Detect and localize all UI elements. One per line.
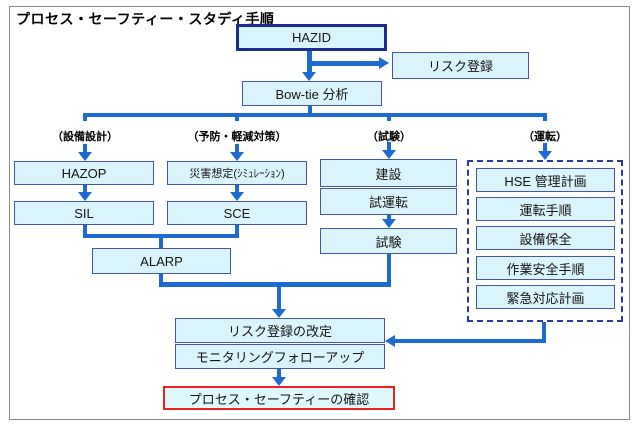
connector-hazop-sil — [83, 185, 87, 193]
merge-line-sil-sce — [83, 234, 239, 238]
node-emergency-response-plan: 緊急対応計画 — [476, 285, 615, 309]
column-label-equipment-design: （設備設計） — [52, 131, 118, 143]
column-label-prevention-mitigation: （予防・軽減対策） — [187, 131, 287, 143]
arrowhead-operation-revision — [385, 335, 395, 347]
connector-merge-alarp — [159, 238, 163, 248]
distributor-stub-2 — [235, 113, 239, 121]
connector-col3 — [387, 142, 391, 151]
node-equipment-maintenance: 設備保全 — [476, 226, 615, 250]
connector-bowtie-distributor — [308, 106, 312, 115]
node-test: 試験 — [320, 228, 457, 254]
connector-col2 — [235, 144, 239, 153]
connector-operation-down — [542, 322, 546, 343]
column-label-operation: （運転） — [523, 131, 567, 143]
column-label-test: （試験） — [367, 131, 411, 143]
node-process-safety-confirmation: プロセス・セーフティーの確認 — [163, 386, 395, 410]
connector-test-down — [387, 254, 391, 285]
arrowhead-join-revision — [272, 309, 286, 318]
arrowhead-hazid-bowtie — [302, 72, 316, 81]
node-sce: SCE — [167, 201, 307, 225]
connector-sce-merge — [235, 225, 239, 238]
connector-saigai-sce — [235, 185, 239, 193]
connector-operation-left — [394, 339, 546, 343]
node-alarp: ALARP — [92, 248, 231, 274]
join-line-bottom — [159, 282, 391, 287]
distributor-stub-4 — [543, 113, 547, 121]
node-bowtie-analysis: Bow-tie 分析 — [242, 81, 382, 106]
outer-frame — [9, 6, 630, 420]
connector-monitoring-confirm — [277, 369, 281, 378]
node-hazid: HAZID — [236, 24, 387, 51]
distributor-stub-3 — [387, 113, 391, 121]
arrowhead-col3 — [382, 150, 396, 159]
arrowhead-monitoring-confirm — [272, 377, 286, 386]
arrowhead-trialrun-test — [382, 219, 396, 228]
connector-trialrun-test — [387, 215, 391, 221]
node-hazop: HAZOP — [14, 161, 154, 185]
node-sil: SIL — [14, 201, 154, 225]
node-monitoring-followup: モニタリングフォローアップ — [175, 344, 385, 369]
arrowhead-col4 — [538, 151, 552, 160]
arrowhead-hazid-riskregister — [379, 57, 389, 69]
connector-col1 — [83, 144, 87, 153]
connector-hazid-riskregister — [308, 61, 379, 66]
arrowhead-saigai-sce — [230, 192, 244, 201]
connector-join-revision — [277, 287, 281, 310]
node-construction: 建設 — [320, 159, 457, 187]
node-work-safety-procedure: 作業安全手順 — [476, 256, 615, 280]
distributor-stub-1 — [83, 113, 87, 121]
operation-group-box — [467, 160, 623, 322]
distributor-line — [83, 113, 547, 117]
connector-sil-merge — [83, 225, 87, 238]
arrowhead-hazop-sil — [78, 192, 92, 201]
connector-col4 — [543, 143, 547, 152]
node-risk-register: リスク登録 — [392, 52, 529, 79]
node-operation-procedure: 運転手順 — [476, 197, 615, 221]
arrowhead-col1 — [78, 152, 92, 161]
page-title: プロセス・セーフティー・スタディ手順 — [16, 11, 275, 27]
node-hse-management-plan: HSE 管理計画 — [476, 168, 615, 192]
connector-alarp-down — [159, 274, 163, 285]
arrowhead-col2 — [230, 152, 244, 161]
node-risk-register-revision: リスク登録の改定 — [175, 318, 385, 343]
node-trial-run: 試運転 — [320, 188, 457, 215]
node-disaster-simulation: 災害想定(ｼﾐｭﾚｰｼｮﾝ) — [167, 161, 307, 185]
